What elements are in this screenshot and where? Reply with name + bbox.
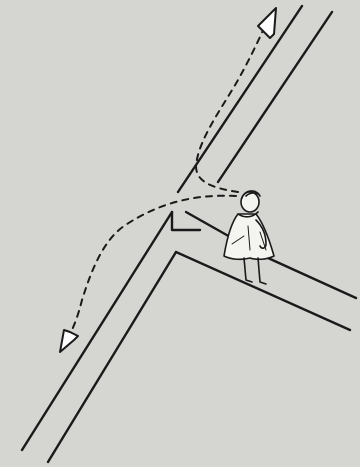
illustration-svg [0, 0, 360, 467]
street-crossing-illustration [0, 0, 360, 467]
background [0, 0, 360, 467]
